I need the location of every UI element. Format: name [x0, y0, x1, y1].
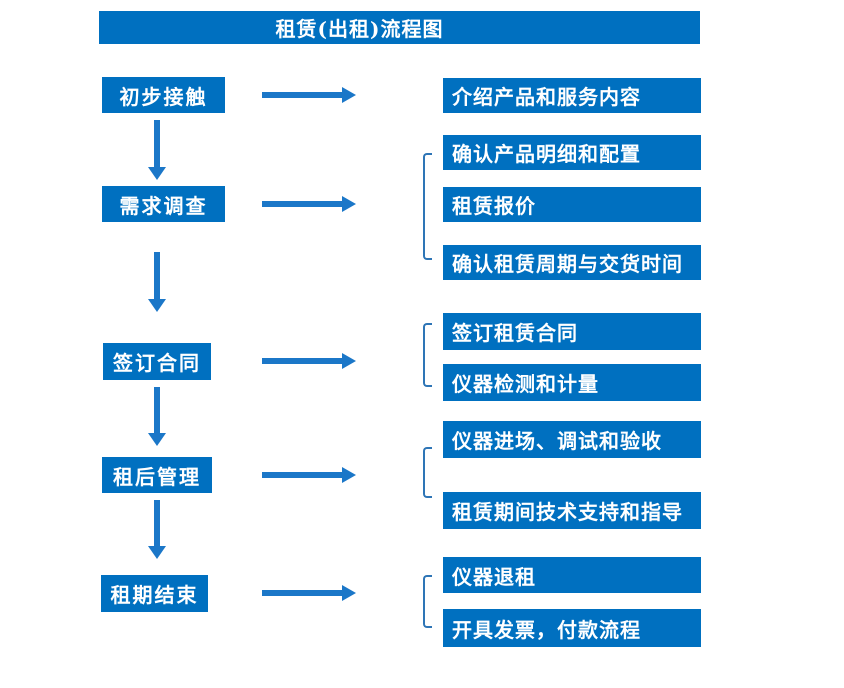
right-arrow-1-shaft: [262, 92, 342, 98]
down-arrow-1-icon: [148, 167, 166, 180]
stage-label: 租期结束: [110, 583, 199, 607]
stage-label: 签订合同: [113, 351, 201, 375]
detail-label: 仪器进场、调试和验收: [452, 429, 662, 453]
stage-box-demand-survey: 需求调查: [102, 186, 225, 222]
detail-box-confirm-period-delivery: 确认租赁周期与交货时间: [443, 245, 701, 280]
right-arrow-4-icon: [342, 467, 356, 483]
bracket-rental-end: [423, 575, 432, 628]
detail-box-sign-rental-contract: 签订租赁合同: [443, 313, 701, 350]
title-bar: 租赁(出租)流程图: [99, 11, 700, 44]
page-title: 租赁(出租)流程图: [275, 17, 444, 41]
stage-box-rental-end: 租期结束: [101, 575, 208, 612]
detail-label: 仪器退租: [452, 564, 536, 589]
right-arrow-1-icon: [342, 87, 356, 103]
down-arrow-4-icon: [148, 546, 166, 559]
down-arrow-2-icon: [148, 299, 166, 312]
detail-label: 租赁报价: [452, 194, 536, 218]
detail-box-instrument-test-metering: 仪器检测和计量: [443, 364, 701, 401]
down-arrow-1-shaft: [154, 120, 160, 167]
right-arrow-3-shaft: [262, 358, 342, 364]
right-arrow-5-shaft: [262, 590, 342, 596]
down-arrow-3-shaft: [154, 387, 160, 433]
detail-label: 开具发票，付款流程: [452, 617, 641, 642]
stage-label: 租后管理: [113, 464, 201, 489]
down-arrow-2-shaft: [154, 252, 160, 299]
down-arrow-4-shaft: [154, 500, 160, 546]
detail-box-instrument-return: 仪器退租: [443, 557, 701, 593]
stage-label: 初步接触: [119, 84, 208, 109]
detail-box-introduce-products: 介绍产品和服务内容: [443, 78, 701, 113]
right-arrow-2-icon: [342, 196, 356, 212]
stage-box-initial-contact: 初步接触: [102, 77, 225, 113]
bracket-demand-survey: [423, 153, 432, 260]
detail-box-rental-quote: 租赁报价: [443, 187, 701, 222]
detail-box-confirm-product-config: 确认产品明细和配置: [443, 135, 701, 170]
detail-label: 租赁期间技术支持和指导: [452, 500, 683, 524]
bracket-sign-contract: [423, 323, 432, 387]
detail-box-technical-support: 租赁期间技术支持和指导: [443, 492, 701, 529]
detail-label: 签订租赁合同: [452, 321, 578, 345]
detail-label: 确认产品明细和配置: [452, 142, 641, 166]
right-arrow-5-icon: [342, 585, 356, 601]
right-arrow-4-shaft: [262, 472, 342, 478]
detail-label: 确认租赁周期与交货时间: [452, 252, 683, 276]
down-arrow-3-icon: [148, 433, 166, 446]
stage-box-post-rental-management: 租后管理: [102, 457, 212, 493]
right-arrow-3-icon: [342, 353, 356, 369]
detail-box-invoice-payment: 开具发票，付款流程: [443, 609, 701, 647]
stage-box-sign-contract: 签订合同: [103, 343, 211, 380]
detail-label: 介绍产品和服务内容: [452, 85, 641, 109]
detail-label: 仪器检测和计量: [452, 372, 599, 396]
right-arrow-2-shaft: [262, 201, 342, 207]
detail-box-instrument-entry-debug-acceptance: 仪器进场、调试和验收: [443, 421, 701, 458]
bracket-post-rental: [423, 447, 432, 498]
stage-label: 需求调查: [119, 193, 208, 218]
